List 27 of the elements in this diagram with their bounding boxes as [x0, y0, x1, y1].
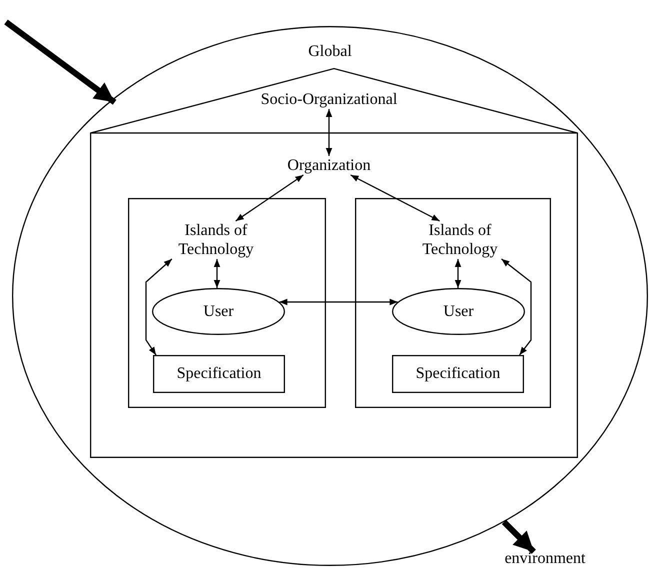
arrow: [501, 258, 532, 356]
group-box: [355, 198, 551, 408]
arrow: [235, 174, 304, 222]
node-label: User: [203, 302, 234, 320]
node-label: User: [443, 302, 474, 320]
node-label: Islands of Technology: [410, 221, 510, 259]
house-outline: [90, 68, 578, 458]
arrow: [350, 174, 440, 222]
node-label: Islands of Technology: [166, 221, 266, 259]
arrow: [4, 20, 116, 105]
node-label: Organization: [287, 156, 371, 175]
arrow: [326, 109, 332, 156]
group-box: [128, 198, 326, 408]
arrow: [454, 259, 462, 288]
arrow: [214, 259, 220, 288]
arrow: [502, 520, 536, 554]
arrow: [279, 298, 398, 306]
process-box: [153, 355, 285, 393]
user-ellipse: [392, 288, 525, 335]
user-ellipse: [152, 288, 285, 335]
process-box: [392, 355, 524, 393]
node-label: Specification: [176, 365, 262, 383]
arrow: [145, 258, 172, 356]
ellipse-boundary: [12, 26, 648, 566]
node-label: Specification: [416, 365, 500, 383]
node-label: environment: [504, 549, 586, 568]
node-label: Global: [308, 42, 352, 61]
